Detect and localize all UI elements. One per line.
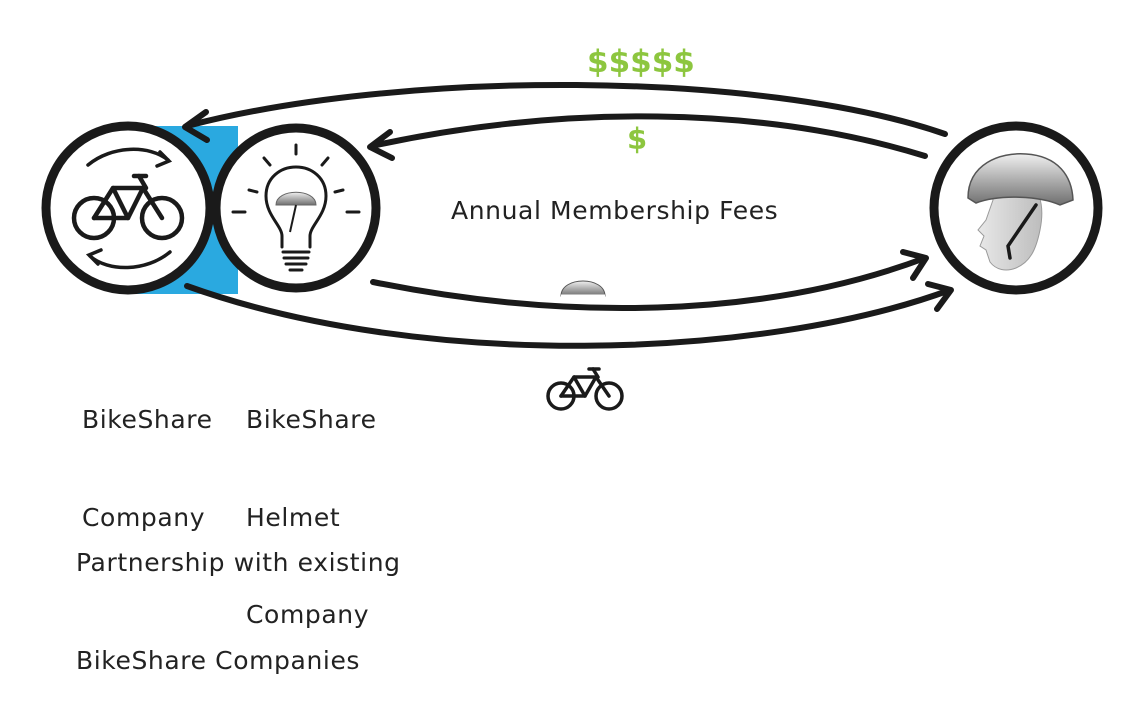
inner-payment-arrowhead — [367, 129, 395, 161]
inner-payment-arrow — [369, 113, 928, 159]
flow-arrows — [182, 82, 954, 349]
helmet-flow-icon — [560, 280, 606, 298]
mini-helmet-in-bulb-icon — [275, 191, 317, 233]
bike-flow-icon — [546, 367, 624, 411]
helmet-company-label-line1: BikeShare — [246, 405, 377, 434]
helmet-wearing-head-icon — [967, 153, 1074, 271]
business-model-diagram — [41, 82, 1103, 411]
refresh-arrows-icon — [85, 147, 173, 270]
helmet-supply-arrow — [370, 255, 928, 311]
annual-fees-label: Annual Membership Fees — [451, 196, 779, 225]
helmet-company-node — [211, 123, 381, 293]
helmet-company-label-line2: Helmet — [246, 502, 341, 532]
company-label: BikeShare Company — [82, 339, 213, 567]
helmet-supply-arrowhead — [900, 249, 929, 281]
bike-access-arrowhead — [925, 281, 954, 312]
bike-access-arrow — [184, 283, 953, 349]
bikeshare-company-node — [41, 121, 215, 295]
customer-node — [929, 121, 1103, 295]
large-payment-label: $$$$$ — [587, 44, 695, 80]
lightbulb-icon — [231, 143, 361, 272]
company-label-line2: Company — [82, 502, 206, 532]
bicycle-icon — [71, 173, 185, 241]
partnership-note-line1: Partnership with existing — [76, 548, 401, 577]
outer-payment-arrowhead — [182, 109, 210, 143]
outer-payment-arrow — [184, 82, 948, 137]
partnership-note-line2: BikeShare Companies — [76, 645, 361, 675]
company-label-line1: BikeShare — [82, 405, 213, 434]
small-payment-label: $ — [627, 122, 648, 156]
partnership-note: Partnership with existing BikeShare Comp… — [76, 482, 401, 710]
